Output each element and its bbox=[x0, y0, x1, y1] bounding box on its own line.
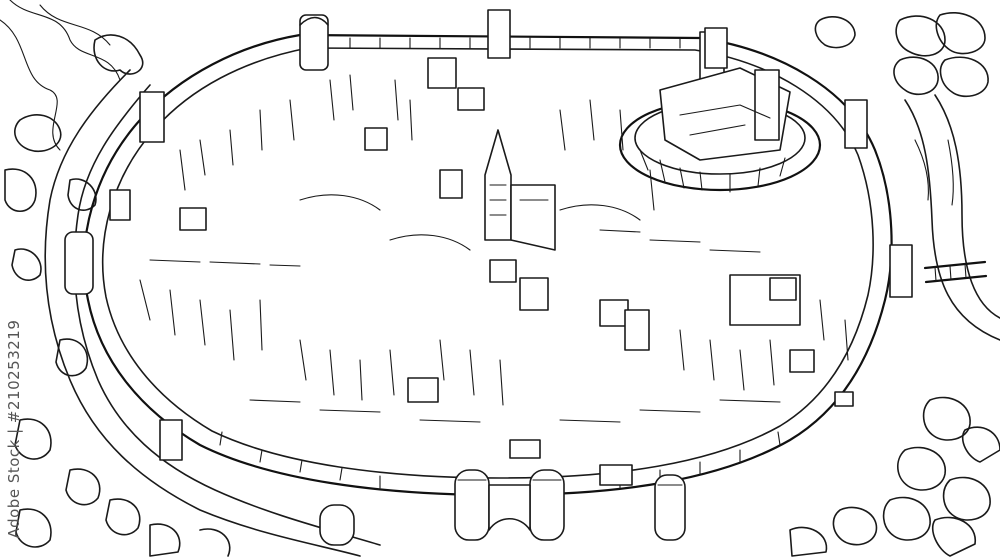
castle-keep-icon bbox=[618, 27, 822, 193]
town-houses bbox=[109, 57, 854, 486]
forest-right bbox=[789, 11, 1000, 557]
river-left bbox=[44, 69, 381, 557]
forest-left bbox=[0, 0, 231, 557]
cathedral-icon bbox=[484, 129, 556, 251]
bridge-icon bbox=[923, 260, 988, 284]
gatehouse-icon bbox=[319, 469, 686, 546]
stock-watermark: Adobe Stock | #210253219 bbox=[4, 300, 24, 558]
river-right bbox=[904, 94, 1000, 341]
wall-towers bbox=[64, 9, 913, 461]
watermark-text: Adobe Stock | #210253219 bbox=[5, 319, 23, 539]
